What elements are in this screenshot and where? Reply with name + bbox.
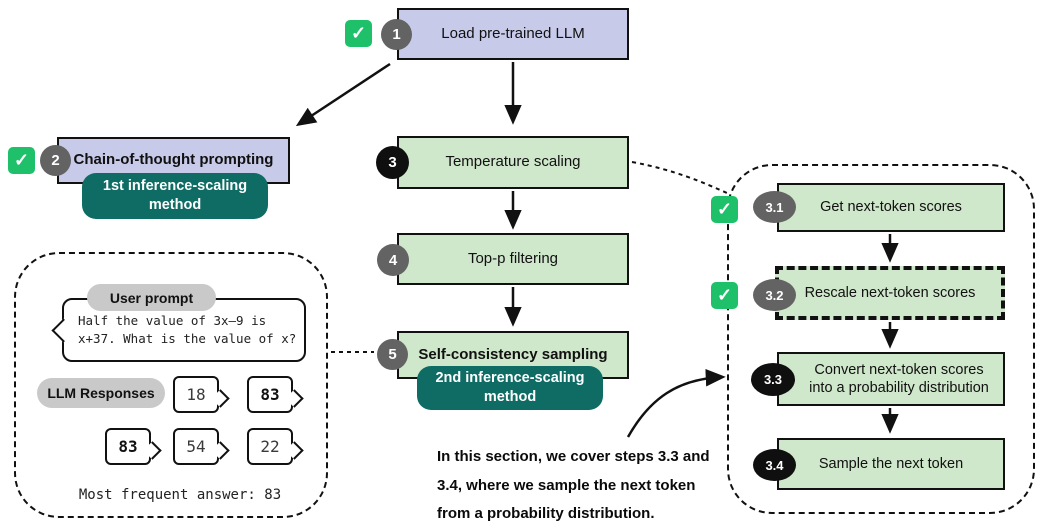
response-value: 54 [186,437,206,456]
step-number-3: 3 [376,146,409,179]
step4-topp-box: Top-p filtering [397,233,629,285]
checkmark-icon: ✓ [8,147,35,174]
step34-sample-box: Sample the next token [777,438,1005,490]
llm-responses-pill: LLM Responses [37,378,165,408]
step-number-3-4: 3.4 [753,449,796,481]
sampling-detail-panel [727,164,1035,514]
checkmark-icon: ✓ [711,196,738,223]
step-number-2: 2 [40,145,71,176]
prompt-line1: Half the value of 3x–9 is [78,313,267,328]
step1-label: Load pre-trained LLM [441,24,585,42]
section-annotation: In this section, we cover steps 3.3 and … [437,443,710,529]
badge1-label: 1st inference-scaling method [102,178,248,213]
step1-load-llm-box: Load pre-trained LLM [397,8,629,60]
step33-label: Convert next-token scores into a probabi… [809,361,989,396]
dotted-connector-step3-to-detail-panel [631,161,728,194]
user-prompt-title: User prompt [109,289,194,306]
curved-arrow-annotation-to-step33 [626,369,726,438]
step-number-3-3: 3.3 [751,363,795,396]
step-number-1: 1 [381,19,412,50]
annotation-line1: In this section, we cover steps 3.3 and [437,448,710,465]
badge-2nd-inference-scaling: 2nd inference-scaling method [417,366,603,410]
response-value: 83 [118,437,138,456]
response-value: 18 [186,385,206,404]
step2-label: Chain-of-thought prompting [73,151,274,169]
step4-label: Top-p filtering [467,249,559,267]
most-frequent-answer: Most frequent answer: 83 [78,487,282,503]
step31-label: Get next-token scores [820,199,962,216]
step34-label: Sample the next token [818,455,964,472]
response-bubble: 54 [173,428,219,465]
annotation-line2: 3.4, where we sample the next token [437,476,696,494]
step32-rescale-scores-box: Rescale next-token scores [775,266,1005,320]
badge-1st-inference-scaling: 1st inference-scaling method [82,173,268,219]
response-value: 83 [260,385,280,404]
step-number-4: 4 [377,244,409,276]
step33-convert-box: Convert next-token scores into a probabi… [777,352,1005,406]
step32-label: Rescale next-token scores [804,284,976,301]
response-bubble: 83 [247,376,293,413]
user-prompt-pill: User prompt [87,284,216,311]
user-prompt-bubble: Half the value of 3x–9 is x+37. What is … [62,298,306,362]
annotation-line3: from a probability distribution. [437,505,655,522]
prompt-line2: x+37. What is the value of x? [78,331,297,346]
step5-label: Self-consistency sampling [418,345,608,363]
step3-temperature-box: Temperature scaling [397,136,629,189]
step-number-3-2: 3.2 [753,279,796,311]
step-number-5: 5 [377,339,408,370]
step3-label: Temperature scaling [445,153,581,171]
checkmark-icon: ✓ [345,20,372,47]
step31-get-scores-box: Get next-token scores [777,183,1005,232]
step-number-3-1: 3.1 [753,191,796,223]
response-bubble: 18 [173,376,219,413]
arrow-step1-to-step2 [295,62,391,127]
llm-responses-title: LLM Responses [47,385,155,401]
response-bubble: 83 [105,428,151,465]
checkmark-icon: ✓ [711,282,738,309]
self-consistency-example-panel [14,252,328,518]
response-bubble: 22 [247,428,293,465]
badge2-label: 2nd inference-scaling method [435,370,585,405]
response-value: 22 [260,437,280,456]
